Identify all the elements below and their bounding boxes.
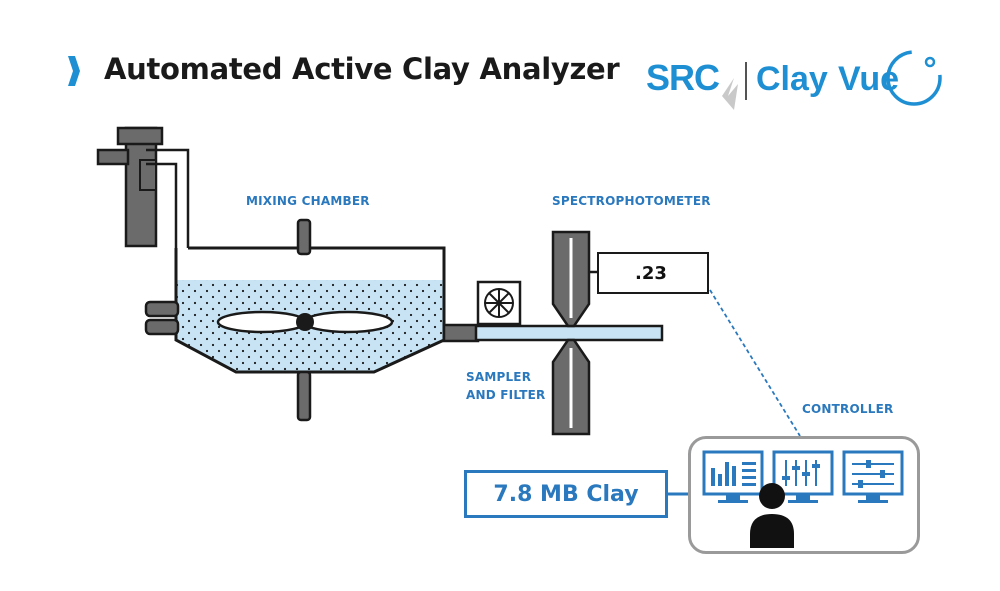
chamber-probe-top <box>296 218 312 256</box>
label-mixing-chamber: MIXING CHAMBER <box>246 194 370 208</box>
chevron-right-icon <box>68 56 80 86</box>
signal-line <box>709 289 801 437</box>
feed-valve <box>96 126 164 248</box>
bar-chart-monitor-icon <box>702 450 764 503</box>
spectrophotometer <box>551 230 597 436</box>
chamber-port-upper <box>144 300 180 318</box>
fan-icon <box>476 280 522 326</box>
label-sampler: SAMPLER AND FILTER <box>466 368 545 404</box>
spectro-readout: .23 <box>597 252 709 294</box>
src-clayvue-logo: SRC Clay Vue <box>646 50 942 110</box>
chamber-drain <box>296 370 312 422</box>
timeline-monitor-icon <box>842 450 904 503</box>
flow-tube <box>474 324 664 342</box>
sliders-monitor-icon <box>772 450 834 503</box>
label-spectrophotometer: SPECTROPHOTOMETER <box>552 194 711 208</box>
logo-brand-left: SRC <box>646 57 720 98</box>
chamber-port-lower <box>144 318 180 336</box>
person-icon <box>750 483 794 548</box>
mixer-propeller <box>216 310 394 334</box>
page-title: Automated Active Clay Analyzer <box>104 52 620 86</box>
mixing-chamber <box>174 246 446 374</box>
label-controller: CONTROLLER <box>802 402 894 416</box>
result-box: 7.8 MB Clay <box>464 470 668 518</box>
logo-brand-right-a: Clay <box>756 60 828 98</box>
label-sampler-line1: SAMPLER <box>466 370 532 384</box>
label-sampler-line2: AND FILTER <box>466 388 546 402</box>
controller-panel <box>688 436 920 554</box>
